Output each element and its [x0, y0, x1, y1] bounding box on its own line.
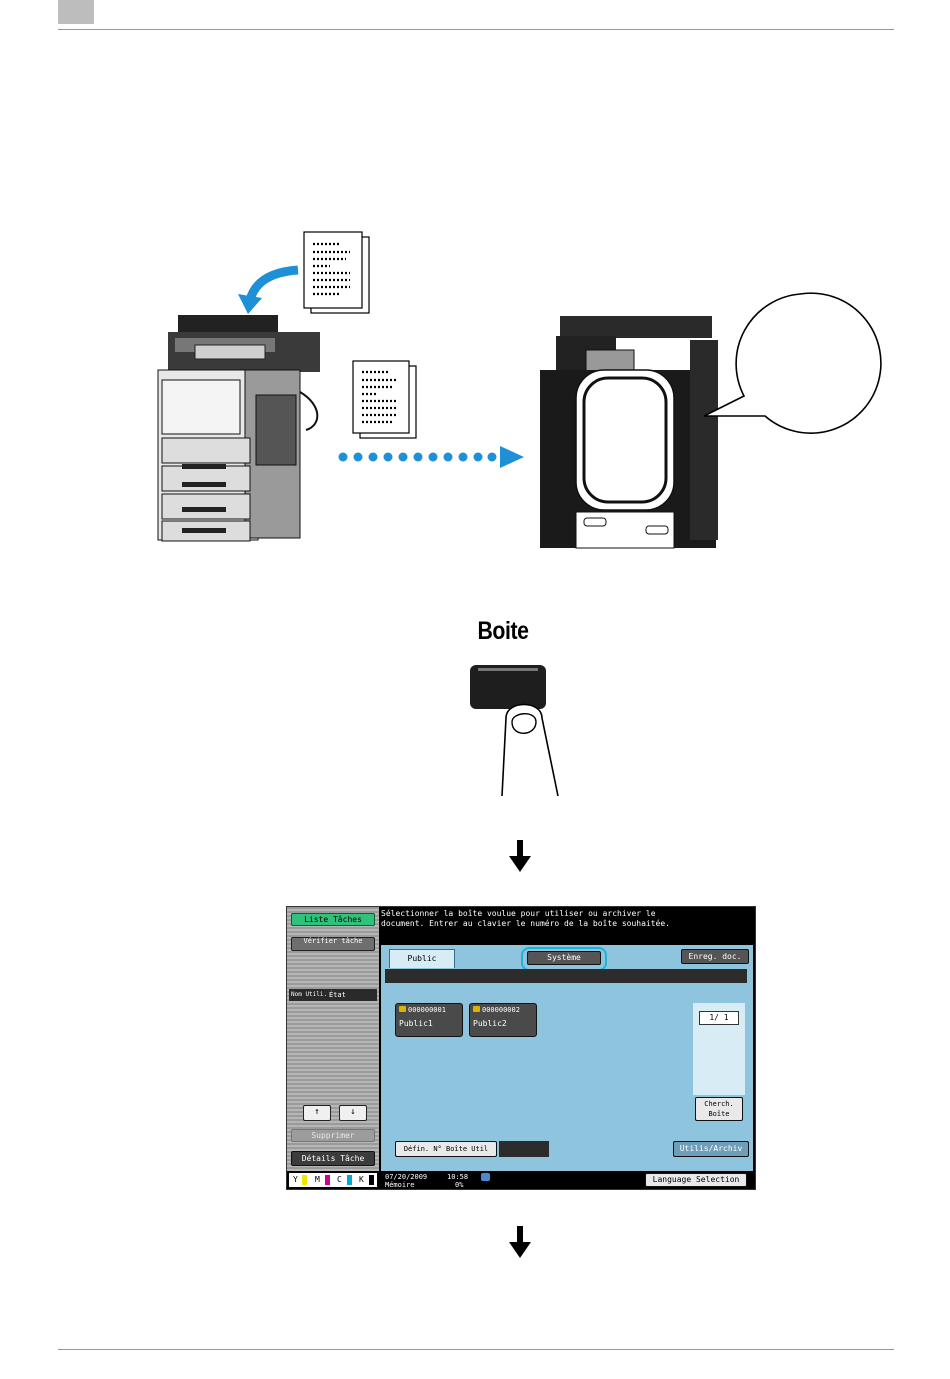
page-indicator-panel: 1/ 1 [693, 1003, 745, 1095]
box-selection-area: Public Système Enreg. doc. 000000001 Pub… [381, 945, 753, 1171]
toner-y-label: Y [293, 1175, 298, 1184]
network-icon [481, 1173, 490, 1181]
box-public2[interactable]: 000000002 Public2 [469, 1003, 537, 1037]
bottom-rule [58, 1349, 894, 1350]
search-box-label-2: Boîte [708, 1110, 730, 1118]
down-arrow-icon [509, 840, 531, 872]
box-number: 000000002 [473, 1006, 520, 1014]
box-number-field[interactable] [499, 1141, 549, 1157]
instruction-line-2: document. Entrer au clavier le numéro de… [381, 919, 670, 928]
language-selection-button[interactable]: Language Selection [645, 1173, 747, 1187]
box-name: Public1 [399, 1019, 433, 1028]
boite-hardkey[interactable] [440, 660, 580, 800]
scroll-down-button[interactable]: ↓ [339, 1105, 367, 1121]
toner-m-bar [325, 1175, 330, 1185]
down-arrow-icon [509, 1226, 531, 1258]
feed-arrow-icon [245, 265, 299, 302]
control-panel-screen: Liste Tâches Vérifier tâche Nom Utili. É… [286, 906, 756, 1190]
job-details-button[interactable]: Détails Tâche [291, 1151, 375, 1166]
tab-public[interactable]: Public [389, 949, 455, 968]
box-number: 000000001 [399, 1006, 446, 1014]
status-bar: 07/20/2009 10:58 Mémoire 0% Language Sel… [381, 1171, 753, 1189]
use-archive-button[interactable]: Utilis/Archiv [673, 1141, 749, 1157]
toner-k-bar [369, 1175, 374, 1185]
sending-mfp [157, 315, 320, 542]
job-panel: Liste Tâches Vérifier tâche Nom Utili. É… [287, 907, 379, 1171]
toner-indicator: Y M C K [289, 1173, 377, 1187]
job-column-header: Nom Utili. État [289, 989, 377, 1001]
box-name: Public2 [473, 1019, 507, 1028]
boite-key-label: Boite [477, 617, 529, 645]
job-list-button[interactable]: Liste Tâches [291, 913, 375, 926]
page-indicator: 1/ 1 [699, 1011, 739, 1025]
lock-icon [473, 1006, 480, 1012]
instruction-message: Sélectionner la boîte voulue pour utilis… [381, 909, 753, 943]
toner-k-label: K [359, 1175, 364, 1184]
instruction-line-1: Sélectionner la boîte voulue pour utilis… [381, 909, 656, 918]
document-stack-middle [352, 360, 417, 439]
top-rule [58, 29, 894, 30]
memory-label: Mémoire [385, 1181, 415, 1189]
status-date: 07/20/2009 [385, 1173, 428, 1181]
toner-y-bar [302, 1175, 307, 1185]
transfer-arrow-icon [338, 446, 524, 468]
user-column-header: Nom Utili. [291, 991, 328, 998]
search-box-label-1: Cherch. [704, 1100, 734, 1108]
status-time: 10:58 [447, 1173, 469, 1181]
speech-bubble [703, 292, 882, 434]
toner-c-bar [347, 1175, 352, 1185]
document-stack-top [303, 231, 370, 314]
box-public1[interactable]: 000000001 Public1 [395, 1003, 463, 1037]
memory-value: 0% [455, 1181, 464, 1189]
save-document-button[interactable]: Enreg. doc. [681, 949, 749, 964]
receiving-mfp [540, 316, 718, 549]
page-corner-tab [58, 0, 94, 24]
toner-c-label: C [337, 1175, 342, 1184]
box-number-text: 000000002 [482, 1006, 520, 1014]
search-box-button[interactable]: Cherch. Boîte [695, 1097, 743, 1121]
state-column-header: État [329, 991, 346, 999]
tab-system[interactable]: Système [527, 951, 601, 965]
box-number-text: 000000001 [408, 1006, 446, 1014]
toner-m-label: M [315, 1175, 320, 1184]
box-transfer-illustration [157, 231, 882, 549]
define-box-number-button[interactable]: Défin. N° Boîte Util [395, 1141, 497, 1157]
lock-icon [399, 1006, 406, 1012]
scroll-up-button[interactable]: ↑ [303, 1105, 331, 1121]
box-header-bar [385, 969, 747, 983]
delete-button[interactable]: Supprimer [291, 1129, 375, 1142]
check-job-button[interactable]: Vérifier tâche [291, 937, 375, 951]
